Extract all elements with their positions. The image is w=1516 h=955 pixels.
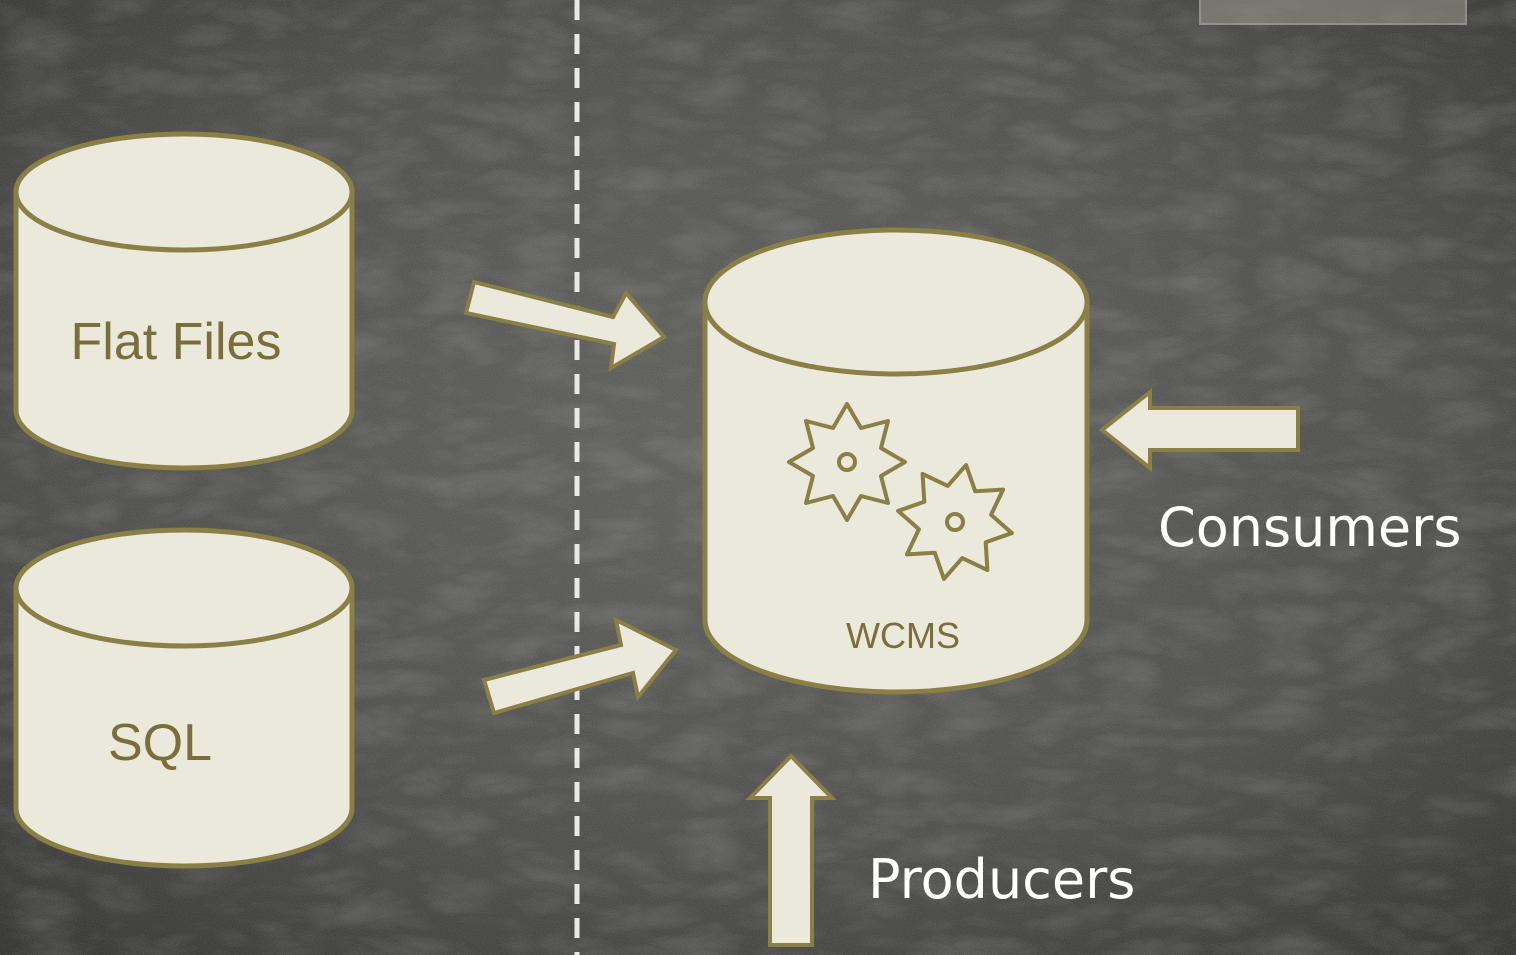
sql-cylinder: SQL — [13, 527, 355, 869]
wcms-cylinder: WCMS — [702, 227, 1090, 695]
sql-to-wcms-arrow — [481, 616, 680, 716]
sql-label: SQL — [108, 714, 212, 772]
producers-label: Producers — [868, 848, 1135, 911]
gears-icon — [787, 402, 1014, 581]
consumers-arrow — [1098, 387, 1300, 473]
flat-files-cylinder: Flat Files — [13, 131, 355, 471]
flat-files-to-wcms-arrow — [463, 279, 668, 372]
consumers-label: Consumers — [1158, 496, 1462, 559]
producers-arrow — [745, 753, 837, 947]
wcms-label: WCMS — [846, 615, 960, 656]
corner-box — [1199, 0, 1467, 25]
flat-files-label: Flat Files — [71, 313, 282, 371]
